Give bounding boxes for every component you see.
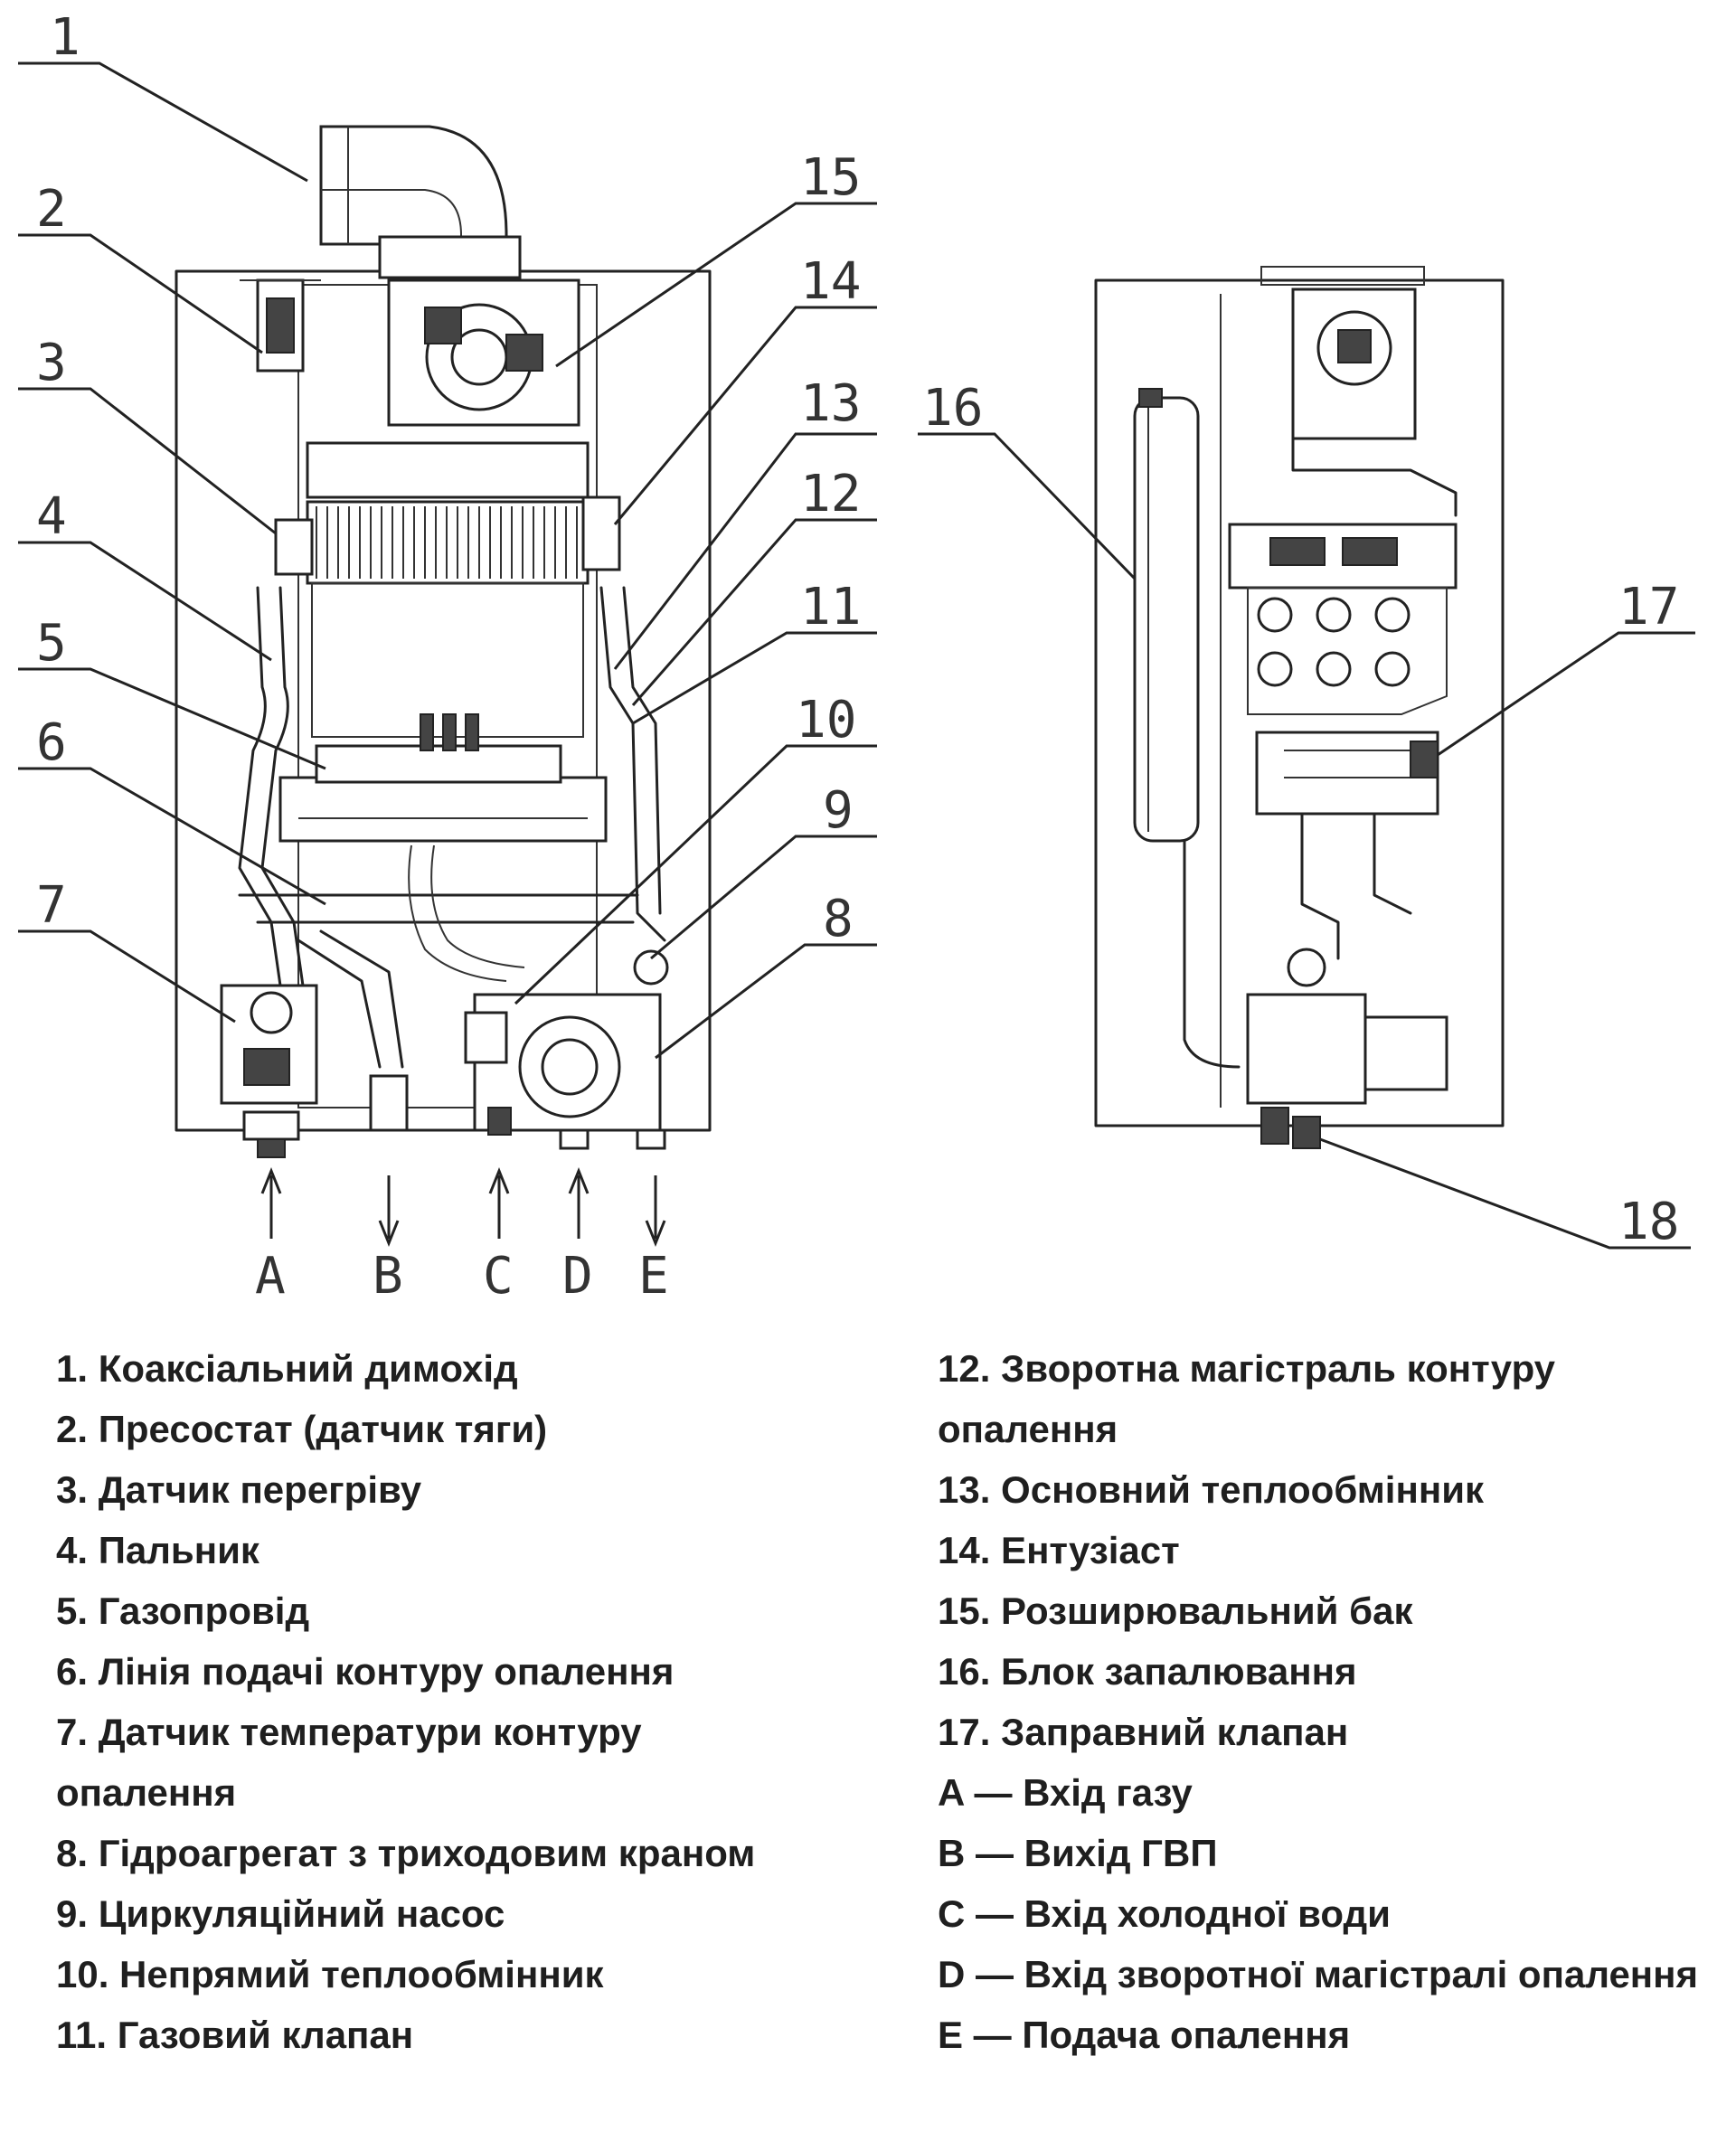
fan-unit: [387, 278, 580, 427]
legend-item-14: 14. Ентузіаст: [938, 1529, 1180, 1571]
legend: 1. Коаксіальний димохід 2. Пресостат (да…: [56, 1338, 1736, 2080]
callout-8: 8: [823, 890, 854, 948]
secondary-exchanger: [1255, 731, 1439, 816]
front-leaders: [18, 61, 877, 1060]
legend-item-15: 15. Розширювальний бак: [938, 1590, 1413, 1632]
callout-14: 14: [800, 252, 861, 311]
side-pump: [1246, 948, 1448, 1149]
port-label-b: B: [373, 1247, 403, 1306]
callout-1: 1: [50, 8, 80, 67]
callout-15: 15: [800, 148, 861, 207]
callout-18: 18: [1618, 1193, 1679, 1251]
callout-7: 7: [36, 876, 67, 935]
legend-item-11: 11. Газовий клапан: [56, 2014, 414, 2056]
gas-valve: [220, 984, 318, 1158]
legend-item-1: 1. Коаксіальний димохід: [56, 1347, 518, 1390]
callout-5: 5: [36, 614, 67, 673]
port-label-c: C: [483, 1247, 514, 1306]
pump-assembly: [464, 949, 669, 1136]
port-label-a: A: [255, 1247, 286, 1306]
callout-10: 10: [796, 691, 856, 750]
legend-item-c: C — Вхід холодної води: [938, 1892, 1391, 1935]
port-label-d: D: [562, 1247, 593, 1306]
pressure-switch: [240, 278, 321, 373]
legend-item-5: 5. Газопровід: [56, 1590, 310, 1632]
legend-item-e: E — Подача опалення: [938, 2014, 1351, 2056]
side-view: 16 17 18: [918, 266, 1695, 1251]
legend-right-column: 12. Зворотна магістраль контуру опалення…: [938, 1338, 1736, 2065]
legend-item-16: 16. Блок запалювання: [938, 1650, 1357, 1693]
callout-13: 13: [800, 374, 861, 433]
boiler-diagram: A B C D E 1 2 3 4 5 6 7 8 9 10 11 12 13: [18, 8, 1695, 1306]
legend-item-d: D — Вхід зворотної магістралі опалення: [938, 1953, 1699, 1995]
front-view: A B C D E: [175, 125, 712, 1306]
callout-12: 12: [800, 465, 861, 524]
callout-11: 11: [800, 578, 861, 637]
front-callouts: 1 2 3 4 5 6 7 8 9 10 11 12 13 14 15: [36, 8, 861, 948]
legend-item-b: B — Вихід ГВП: [938, 1832, 1218, 1874]
legend-item-2: 2. Пресостат (датчик тяги): [56, 1408, 548, 1450]
legend-item-3: 3. Датчик перегріву: [56, 1468, 422, 1511]
burner: [278, 713, 608, 843]
legend-item-7: 7. Датчик температури контуру опалення: [56, 1711, 642, 1814]
callout-3: 3: [36, 334, 67, 392]
legend-item-12: 12. Зворотна магістраль контуру опалення: [938, 1347, 1556, 1450]
callout-6: 6: [36, 713, 67, 772]
side-fan: [1260, 266, 1425, 440]
legend-item-8: 8. Гідроагрегат з триходовим краном: [56, 1832, 756, 1874]
legend-item-6: 6. Лінія подачі контуру опалення: [56, 1650, 675, 1693]
legend-item-10: 10. Непрямий теплообмінник: [56, 1953, 604, 1995]
legend-item-13: 13. Основний теплообмінник: [938, 1468, 1485, 1511]
callout-2: 2: [36, 180, 67, 239]
legend-left-column: 1. Коаксіальний димохід 2. Пресостат (да…: [56, 1338, 897, 2065]
legend-item-17: 17. Заправний клапан: [938, 1711, 1349, 1753]
main-heat-exchanger: [274, 495, 621, 585]
callout-17: 17: [1618, 578, 1679, 637]
flue-elbow: [319, 125, 522, 279]
callout-16: 16: [922, 379, 983, 438]
callout-4: 4: [36, 487, 67, 546]
legend-item-a: A — Вхід газу: [938, 1771, 1193, 1814]
port-label-e: E: [638, 1247, 669, 1306]
side-heat-exchanger: [1228, 523, 1458, 715]
legend-item-4: 4. Пальник: [56, 1529, 259, 1571]
callout-9: 9: [823, 781, 854, 840]
legend-item-9: 9. Циркуляційний насос: [56, 1892, 505, 1935]
expansion-tank: [1133, 388, 1200, 843]
